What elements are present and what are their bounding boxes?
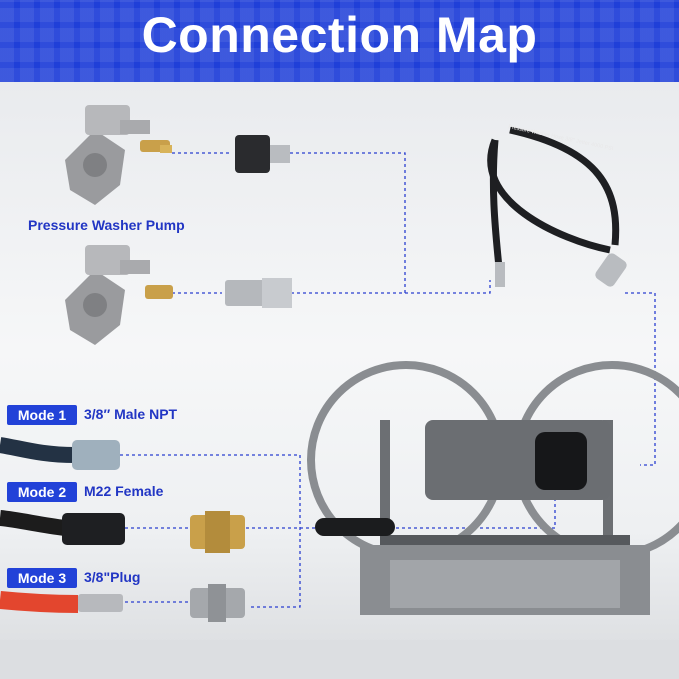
connector-mode1 (120, 454, 301, 608)
pump-top-image (65, 105, 172, 205)
mode3-hose-image (0, 591, 123, 613)
brass-adapter-image (190, 511, 245, 553)
mode1-tag: Mode 1 (7, 405, 77, 425)
connector-fittings-bracket (290, 152, 406, 294)
mode2-tag: Mode 2 (7, 482, 77, 502)
mode3-tag: Mode 3 (7, 568, 77, 588)
m22-coupler-image (235, 135, 290, 173)
hose-reel-image (307, 361, 679, 615)
page-title: Connection Map (141, 7, 538, 63)
quick-plug-image (225, 278, 292, 308)
mode2-hose-image (0, 510, 125, 545)
hose-print-text: Pressure Washer Hose 3/8" Jetter 4000 PS… (508, 124, 615, 152)
floor (0, 640, 679, 679)
hose-image (487, 126, 627, 287)
mode2-description: M22 Female (84, 483, 164, 499)
pump-bottom-image (65, 245, 173, 345)
steel-coupler-image (190, 584, 245, 622)
header-banner (0, 0, 679, 82)
mode1-description: 3/8′′ Male NPT (84, 406, 178, 422)
pump-label: Pressure Washer Pump (28, 217, 185, 233)
mode3-description: 3/8"Plug (84, 569, 141, 585)
mode1-hose-image (0, 437, 120, 470)
connector-to-hose (405, 280, 491, 294)
